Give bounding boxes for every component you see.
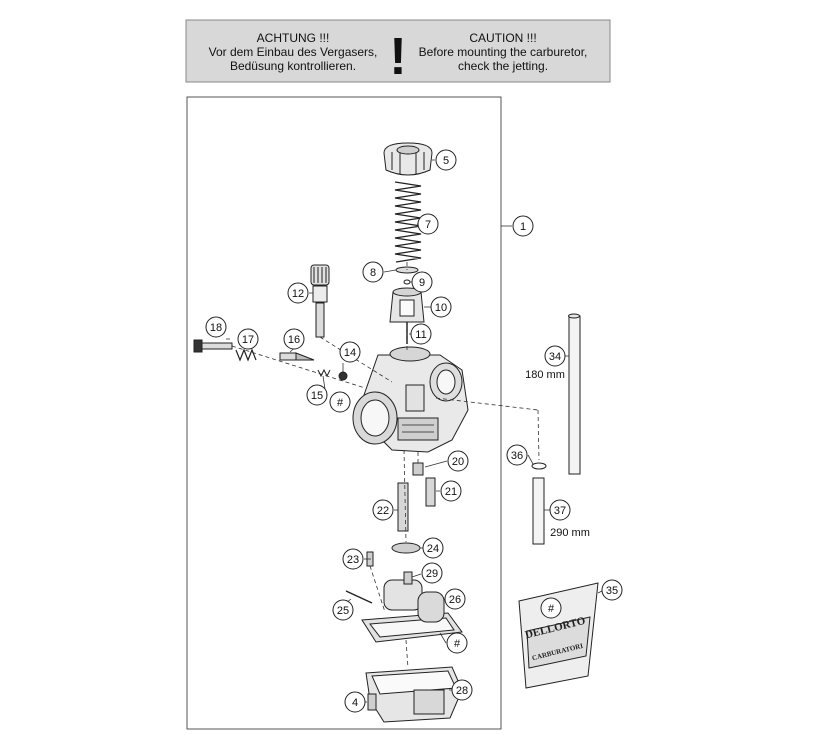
- callout-26: 26: [444, 588, 466, 610]
- svg-text:21: 21: [445, 486, 457, 498]
- svg-text:4: 4: [352, 697, 358, 709]
- part-18-screw: [193, 339, 233, 353]
- part-34-tube-end: [568, 313, 580, 319]
- svg-text:25: 25: [337, 605, 349, 617]
- callout-14: 14: [339, 341, 361, 363]
- part-4-screw: [367, 693, 377, 711]
- warning-de-title: ACHTUNG !!!: [257, 31, 330, 45]
- part-26-float-assembly: [361, 571, 463, 643]
- warning-en-line1: Before mounting the carburetor,: [419, 45, 588, 59]
- svg-text:#: #: [548, 603, 555, 615]
- callout-22: 22: [372, 499, 394, 521]
- callout-9: 9: [411, 271, 433, 293]
- svg-text:34: 34: [549, 351, 561, 363]
- callout-16: 16: [283, 328, 305, 350]
- callout-17: 17: [237, 328, 259, 350]
- callout-29: 29: [421, 562, 443, 584]
- callout-5: 5: [435, 149, 457, 171]
- warning-de-line2: Bedüsung kontrollieren.: [230, 59, 356, 73]
- warning-en-title: CAUTION !!!: [469, 31, 536, 45]
- svg-text:1: 1: [520, 221, 526, 233]
- part-22-needlejet: [397, 482, 409, 532]
- svg-text:18: 18: [210, 322, 222, 334]
- svg-text:11: 11: [415, 329, 426, 341]
- svg-text:9: 9: [419, 277, 425, 289]
- carburetor-body: [352, 346, 469, 453]
- callout-24: 24: [422, 537, 444, 559]
- callout-11: 11: [410, 323, 432, 345]
- svg-text:17: 17: [242, 334, 254, 346]
- part-12-choke: [310, 264, 330, 338]
- svg-text:8: 8: [370, 267, 376, 279]
- svg-text:24: 24: [427, 543, 439, 555]
- part-15-spring: [317, 368, 331, 378]
- callout-4: 4: [344, 691, 366, 713]
- callout-10: 10: [430, 296, 452, 318]
- callout-hash-a: #: [329, 391, 351, 413]
- part-5-cap: [383, 142, 433, 176]
- part-10-slide: [389, 287, 425, 323]
- svg-text:26: 26: [449, 594, 461, 606]
- callout-25: 25: [332, 599, 354, 621]
- part-24-seat: [391, 542, 421, 554]
- part-25-pin: [345, 590, 373, 604]
- svg-text:15: 15: [311, 390, 323, 402]
- callout-35: 35: [601, 579, 623, 601]
- callout-1: 1: [512, 215, 534, 237]
- part-36-clamp: [531, 462, 547, 470]
- svg-text:#: #: [337, 397, 344, 409]
- svg-text:22: 22: [377, 505, 389, 517]
- part-16-airscrew: [279, 352, 315, 361]
- part-9-clip: [403, 279, 411, 285]
- callout-23: 23: [342, 548, 364, 570]
- svg-text:7: 7: [425, 219, 431, 231]
- part-20-jet: [412, 462, 424, 476]
- svg-text:12: 12: [292, 288, 304, 300]
- part-35-package: [518, 582, 599, 689]
- warning-banner: ACHTUNG !!! Vor dem Einbau des Vergasers…: [185, 19, 611, 86]
- callout-18: 18: [205, 316, 227, 338]
- svg-text:36: 36: [511, 450, 523, 462]
- part-21-atomizer: [425, 477, 436, 507]
- svg-text:29: 29: [426, 568, 438, 580]
- svg-text:23: 23: [347, 554, 359, 566]
- warning-de-line1: Vor dem Einbau des Vergasers,: [209, 45, 378, 59]
- callout-21: 21: [440, 480, 462, 502]
- callout-37: 37: [549, 499, 571, 521]
- svg-text:10: 10: [435, 302, 447, 314]
- warning-en-line2: check the jetting.: [458, 59, 548, 73]
- callout-20: 20: [447, 450, 469, 472]
- callout-34: 34: [544, 345, 566, 367]
- callout-12: 12: [287, 282, 309, 304]
- svg-text:37: 37: [554, 505, 566, 517]
- parts-art: [193, 142, 599, 723]
- part-17-spring: [235, 348, 257, 362]
- callout-7: 7: [417, 213, 439, 235]
- callout-hash-b: #: [446, 632, 468, 654]
- part-37-tube: [532, 477, 545, 545]
- svg-text:5: 5: [443, 155, 449, 167]
- warning-exclamation-icon: !: [389, 28, 406, 86]
- callout-hash-c: #: [540, 597, 562, 619]
- tube-34-length: 180 mm: [525, 369, 565, 381]
- part-28-bowl: [365, 666, 463, 723]
- svg-text:20: 20: [452, 456, 464, 468]
- callout-15: 15: [306, 384, 328, 406]
- svg-text:28: 28: [456, 685, 468, 697]
- part-14-oring: [338, 371, 348, 381]
- callout-36: 36: [506, 444, 528, 466]
- tube-37-length: 290 mm: [550, 527, 590, 539]
- svg-text:#: #: [454, 638, 461, 650]
- part-34-tube: [568, 315, 581, 475]
- part-7-spring: [394, 181, 422, 263]
- svg-text:16: 16: [288, 334, 300, 346]
- callouts: 1 5 7 8 9 10 11 12 14 15 # 16 17 18 20 2…: [205, 149, 623, 713]
- svg-text:14: 14: [344, 347, 356, 359]
- svg-text:35: 35: [606, 585, 618, 597]
- callout-8: 8: [362, 261, 384, 283]
- callout-28: 28: [451, 679, 473, 701]
- assembly-frame: [186, 96, 502, 730]
